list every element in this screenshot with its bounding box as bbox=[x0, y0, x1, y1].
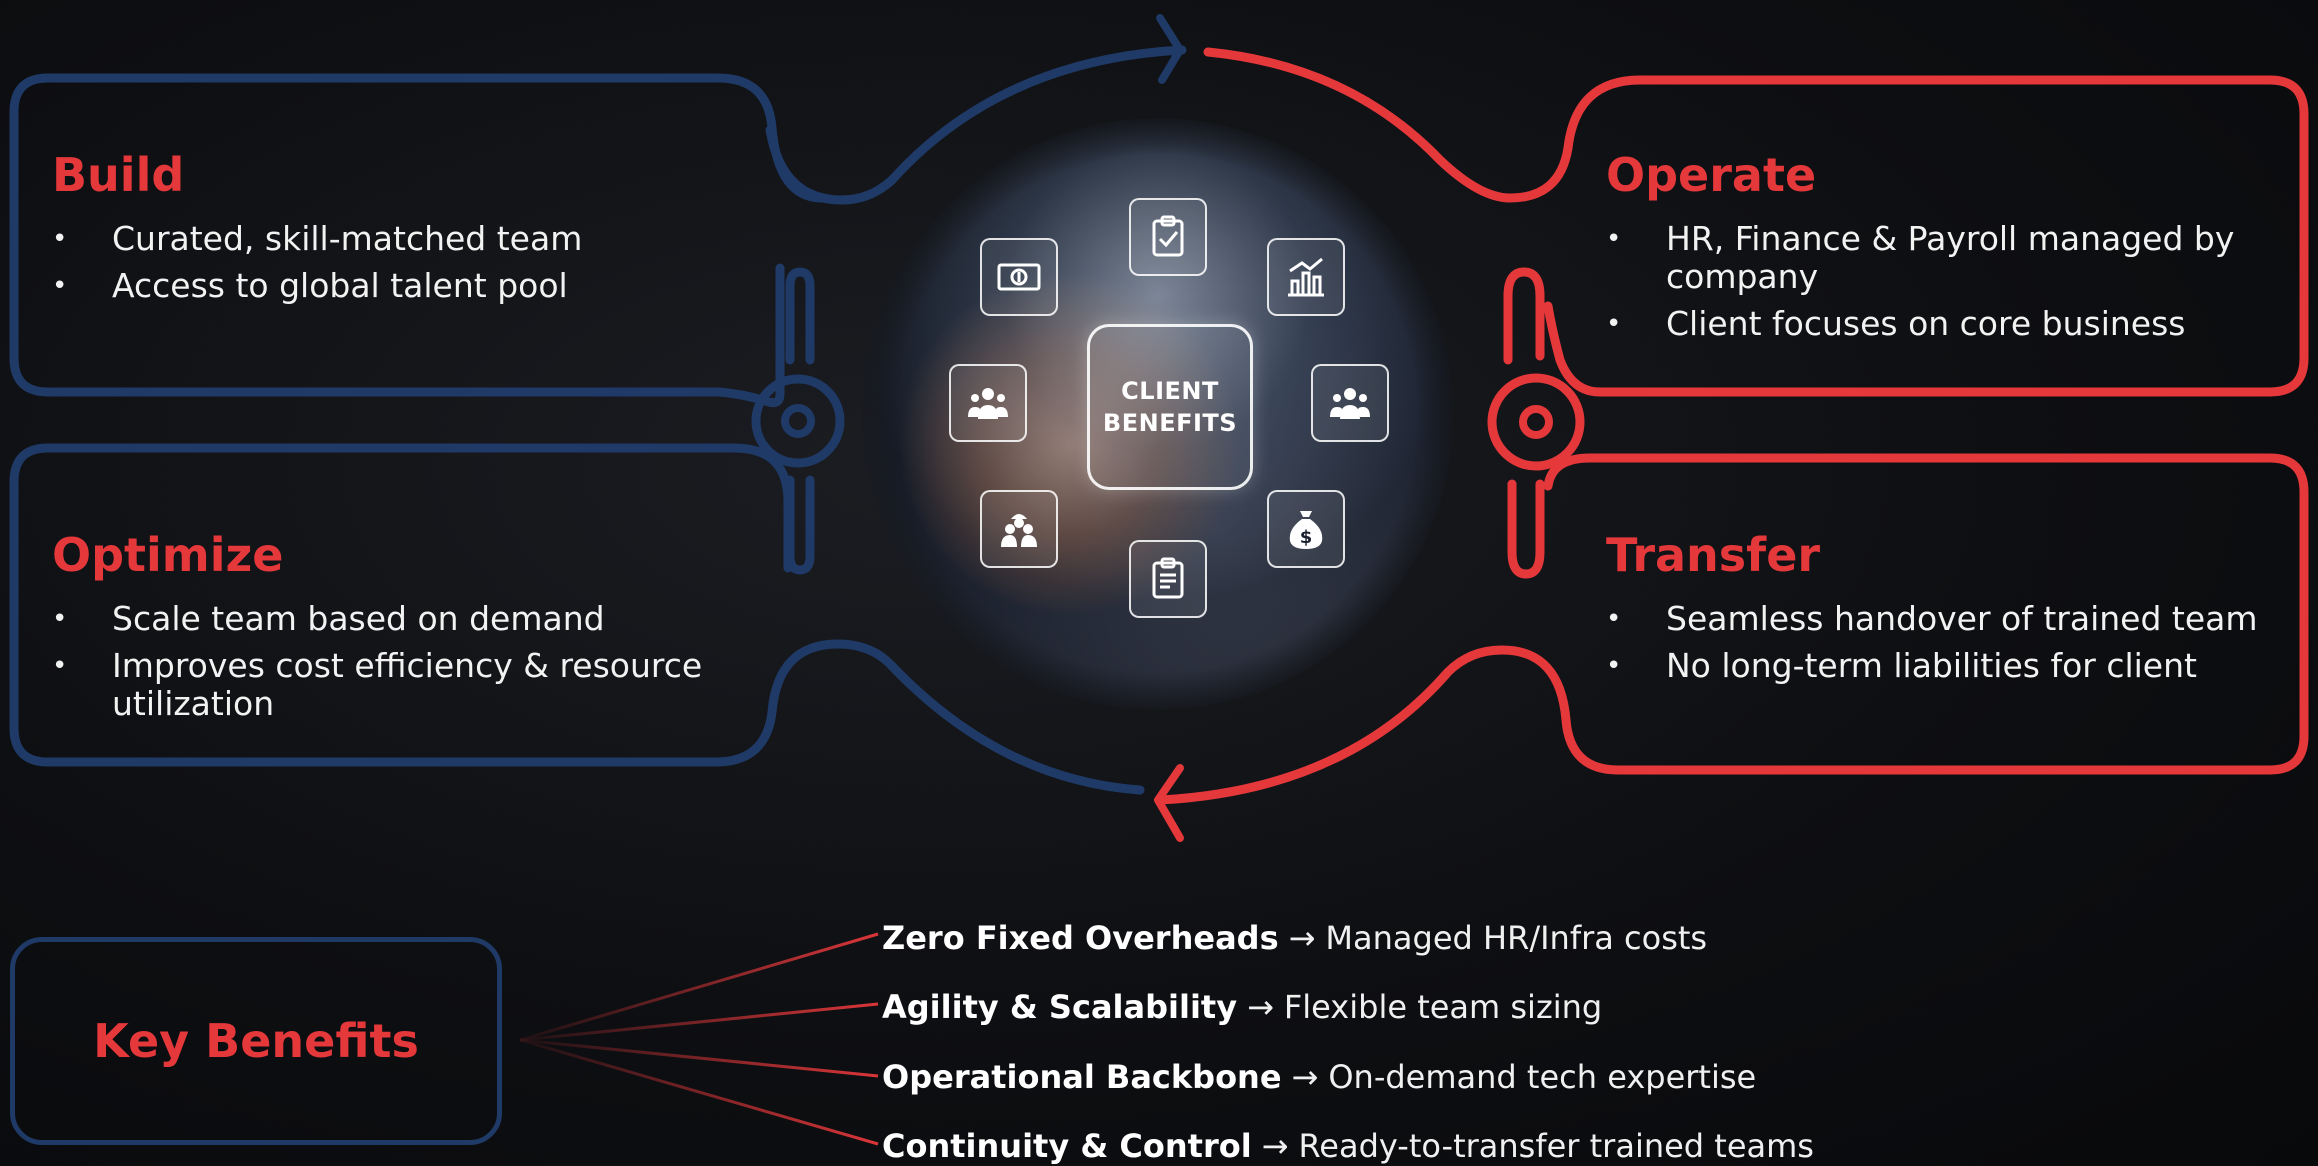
build-bullet-2: Access to global talent pool bbox=[52, 267, 692, 306]
operate-bullet-1: HR, Finance & Payroll managed by company bbox=[1606, 220, 2246, 296]
operate-bullets: HR, Finance & Payroll managed by company… bbox=[1606, 220, 2246, 352]
client-benefits-box: CLIENT BENEFITS bbox=[1087, 324, 1253, 490]
arrow-icon: → bbox=[1247, 988, 1274, 1026]
blue-hub-stem bbox=[785, 267, 815, 575]
bottom-arrowhead bbox=[1154, 764, 1184, 842]
fan-line-3 bbox=[519, 1038, 879, 1078]
fan-line-2 bbox=[519, 1002, 879, 1042]
operate-panel-outline bbox=[1203, 47, 2309, 397]
benefit-label: Zero Fixed Overheads bbox=[882, 919, 1279, 957]
transfer-hub-stem bbox=[1507, 479, 1545, 579]
arrow-icon: → bbox=[1291, 1058, 1319, 1096]
transfer-bullets: Seamless handover of trained team No lon… bbox=[1606, 600, 2286, 694]
operate-title: Operate bbox=[1606, 148, 1817, 202]
bar-chart-icon bbox=[1267, 238, 1345, 316]
transfer-bullet-1: Seamless handover of trained team bbox=[1606, 600, 2286, 639]
money-bag-icon: $ bbox=[1267, 490, 1345, 568]
center-label-line1: CLIENT bbox=[1121, 377, 1219, 405]
center-label-line2: BENEFITS bbox=[1102, 409, 1238, 437]
benefit-desc: Ready-to-transfer trained teams bbox=[1298, 1127, 1814, 1165]
benefit-label: Agility & Scalability bbox=[882, 988, 1238, 1026]
benefit-desc: Managed HR/Infra costs bbox=[1325, 919, 1708, 957]
key-benefits-box: Key Benefits bbox=[10, 937, 502, 1145]
benefit-label: Operational Backbone bbox=[882, 1058, 1282, 1096]
blue-hub-inner bbox=[781, 404, 815, 438]
arrow-icon: → bbox=[1261, 1127, 1289, 1165]
benefit-row: Zero Fixed Overheads→Managed HR/Infra co… bbox=[882, 918, 1707, 958]
benefit-row: Agility & Scalability→Flexible team sizi… bbox=[882, 987, 1602, 1027]
build-bullet-1: Curated, skill-matched team bbox=[52, 220, 692, 259]
red-hub-outer bbox=[1487, 373, 1585, 471]
benefit-desc: On-demand tech expertise bbox=[1328, 1058, 1757, 1096]
benefit-row: Continuity & Control→Ready-to-transfer t… bbox=[882, 1126, 1814, 1166]
key-benefits-title: Key Benefits bbox=[93, 1014, 419, 1068]
document-icon bbox=[1129, 540, 1207, 618]
group-icon bbox=[1311, 364, 1389, 442]
transfer-bullet-2: No long-term liabilities for client bbox=[1606, 647, 2286, 686]
svg-text:$: $ bbox=[1300, 527, 1313, 548]
fan-line-4 bbox=[519, 1038, 879, 1146]
optimize-bullet-2: Improves cost efficiency & resource util… bbox=[52, 647, 712, 723]
money-icon bbox=[980, 238, 1058, 316]
benefit-desc: Flexible team sizing bbox=[1283, 988, 1603, 1026]
build-top-connector bbox=[765, 45, 1187, 205]
top-arrowhead bbox=[1156, 14, 1184, 84]
optimize-bullet-1: Scale team based on demand bbox=[52, 600, 712, 639]
benefit-label: Continuity & Control bbox=[882, 1127, 1252, 1165]
blue-hub-outer bbox=[751, 374, 845, 468]
clipboard-check-icon bbox=[1129, 198, 1207, 276]
fan-line-1 bbox=[519, 932, 879, 1042]
optimize-panel-outline bbox=[9, 443, 1145, 795]
benefit-row: Operational Backbone→On-demand tech expe… bbox=[882, 1057, 1756, 1097]
red-hub-inner bbox=[1519, 405, 1553, 439]
arrow-icon: → bbox=[1288, 919, 1316, 957]
build-bullets: Curated, skill-matched team Access to gl… bbox=[52, 220, 692, 314]
transfer-title: Transfer bbox=[1606, 528, 1821, 582]
operate-bullet-2: Client focuses on core business bbox=[1606, 305, 2246, 344]
operate-hub-stem bbox=[1503, 267, 1545, 365]
team-icon bbox=[949, 364, 1027, 442]
transfer-panel-outline bbox=[1155, 453, 2309, 805]
workers-icon bbox=[980, 490, 1058, 568]
build-title: Build bbox=[52, 148, 185, 202]
optimize-title: Optimize bbox=[52, 528, 284, 582]
optimize-bullets: Scale team based on demand Improves cost… bbox=[52, 600, 712, 732]
